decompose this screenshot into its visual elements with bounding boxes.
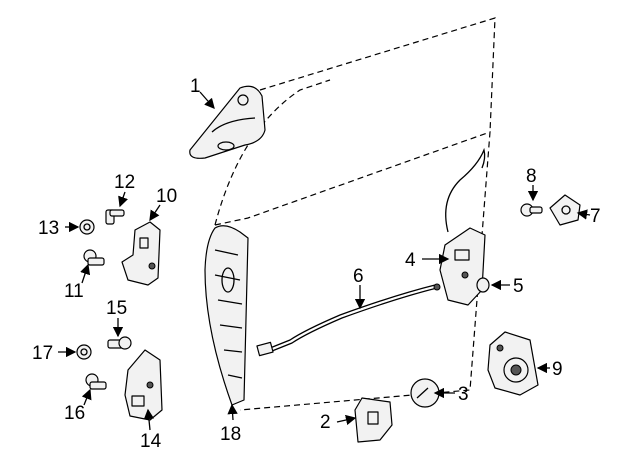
callout-6: 6	[353, 266, 364, 287]
door-edge-panel	[204, 225, 249, 406]
callout-18: 18	[220, 424, 241, 445]
callout-1: 1	[190, 76, 201, 97]
door-striker	[549, 194, 581, 226]
hinge-bolt-15	[107, 336, 132, 350]
access-cap	[410, 378, 440, 408]
callout-12: 12	[114, 172, 135, 193]
hinge-bolt-11	[83, 249, 105, 266]
callout-14: 14	[140, 431, 162, 452]
hinge-bolt-16	[85, 373, 107, 390]
callout-8: 8	[526, 166, 537, 187]
callout-2: 2	[320, 412, 331, 433]
callout-13: 13	[38, 218, 59, 239]
callout-5: 5	[513, 276, 524, 297]
outside-handle	[189, 85, 266, 159]
hinge-nut-13	[79, 219, 95, 235]
hinge-bolt-12	[105, 209, 125, 225]
door-latch-actuator	[439, 147, 486, 306]
callout-3: 3	[458, 384, 469, 405]
latch-bracket	[354, 397, 393, 443]
door-outline	[214, 17, 496, 411]
callout-17: 17	[32, 343, 53, 364]
callout-9: 9	[552, 359, 563, 380]
callout-4: 4	[405, 250, 416, 271]
callout-15: 15	[106, 298, 127, 319]
lower-hinge	[124, 349, 163, 421]
latch-grommet	[476, 277, 490, 293]
callout-11: 11	[64, 281, 84, 302]
lock-cable	[256, 283, 441, 357]
callout-16: 16	[64, 403, 85, 424]
upper-hinge	[121, 221, 161, 286]
striker-screw	[520, 203, 543, 217]
hinge-nut-17	[76, 344, 92, 360]
callout-7: 7	[590, 206, 601, 227]
leader-lines	[58, 91, 591, 431]
callout-10: 10	[156, 186, 177, 207]
lock-motor	[487, 331, 539, 396]
callout-numbers: 1 2 3 4 5 6 7 8 9 10 11 12 13 14 15 16 1…	[32, 76, 601, 452]
